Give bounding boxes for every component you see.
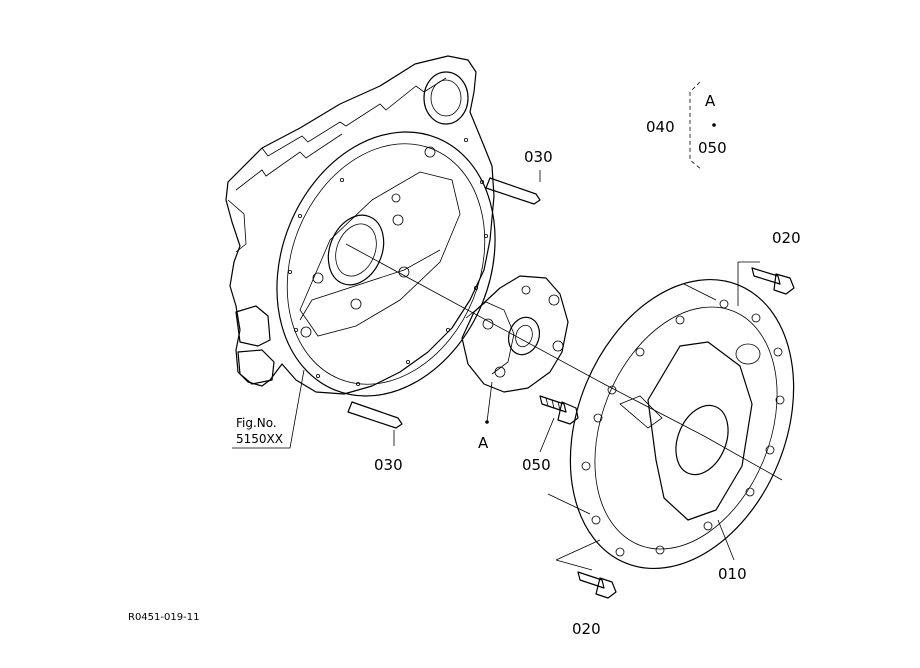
callout-020-top: 020 (772, 229, 801, 247)
legend-part: 050 (698, 139, 727, 157)
flexible-coupling (461, 275, 569, 393)
fig-ref-line1: Fig.No. (236, 416, 277, 430)
bolt-top (751, 267, 795, 295)
bolt-bottom (577, 571, 617, 599)
legend-dot (712, 123, 716, 127)
fig-ref-line2: 5150XX (236, 432, 283, 446)
leader-lines (232, 170, 760, 571)
legend-040: A 050 040 (646, 81, 727, 171)
dowel-pin-top (485, 177, 541, 205)
dowel-pin-bottom (347, 401, 403, 429)
cap-screw (539, 395, 579, 425)
drawing-code: R0451-019-11 (128, 612, 199, 623)
callout-010: 010 (718, 565, 747, 583)
flywheel-housing (225, 55, 496, 397)
legend-letter: A (705, 92, 716, 110)
callout-040: 040 (646, 118, 675, 136)
callout-030-top: 030 (524, 148, 553, 166)
callout-050: 050 (522, 456, 551, 474)
center-axis-lines (345, 243, 783, 515)
callout-020-bottom: 020 (572, 620, 601, 638)
coupling-cover-plate (569, 278, 795, 570)
callout-a: A (478, 434, 489, 452)
callout-030-bottom: 030 (374, 456, 403, 474)
